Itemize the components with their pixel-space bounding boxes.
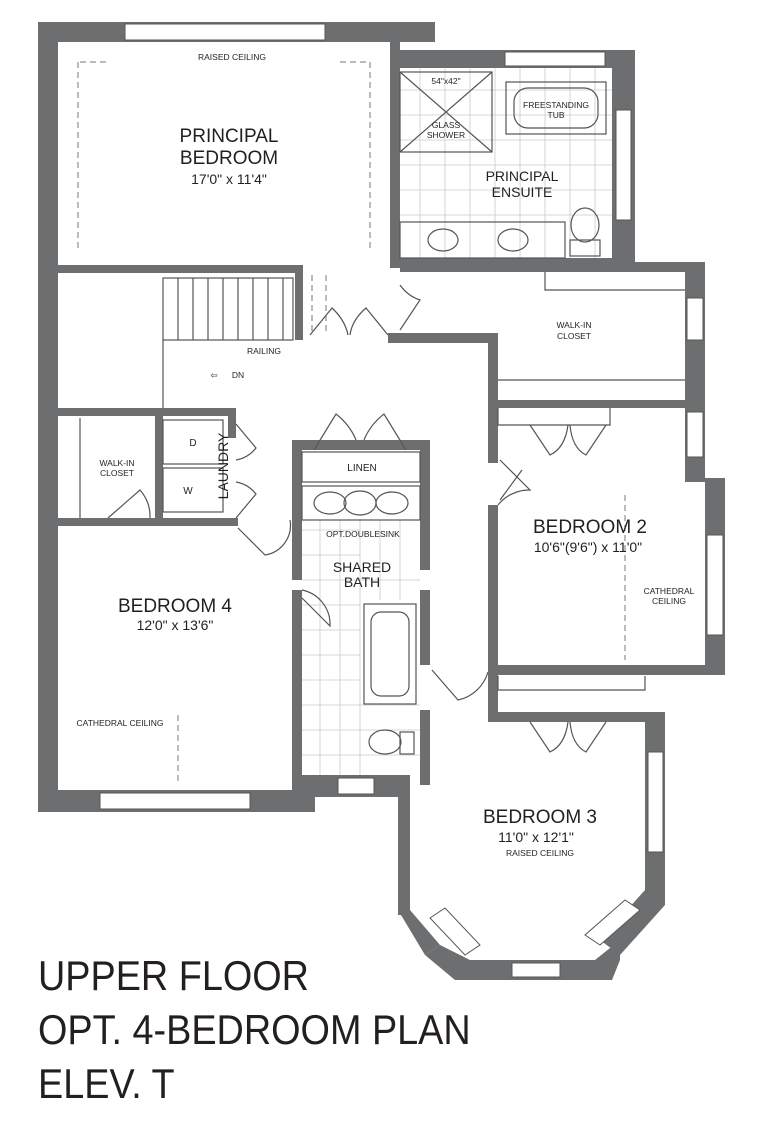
closet-shelves <box>79 71 685 755</box>
shower-size: 54"x42" <box>431 76 460 86</box>
plan-elevation: ELEV. T <box>38 1060 175 1107</box>
ensuite-label-2: ENSUITE <box>492 184 553 200</box>
bedroom2-size: 10'6"(9'6") x 11'0" <box>534 539 642 555</box>
raised-ceiling-outline <box>77 61 371 248</box>
window <box>429 907 481 956</box>
principal-bedroom-label: PRINCIPAL <box>180 126 279 147</box>
glass-shower <box>399 71 493 153</box>
walk-in-closet-label-2: CLOSET <box>557 331 591 341</box>
bath-tile <box>302 520 420 775</box>
window <box>686 297 704 341</box>
linen-label: LINEN <box>347 463 376 474</box>
bedroom3-ceiling: RAISED CEILING <box>506 848 574 858</box>
window <box>615 109 632 221</box>
bedroom3-label: BEDROOM 3 <box>483 807 597 828</box>
principal-bedroom-size: 17'0" x 11'4" <box>191 171 267 187</box>
ensuite-vanity <box>399 221 566 259</box>
bathtub <box>363 603 417 705</box>
vanity <box>301 485 421 521</box>
shower-label-2: SHOWER <box>427 130 465 140</box>
plan-title: UPPER FLOOR <box>38 952 309 999</box>
laundry-label: LAUNDRY <box>215 432 231 499</box>
window <box>504 51 606 67</box>
washer <box>162 467 224 513</box>
bedroom2-ceiling-2: CEILING <box>652 596 686 606</box>
bedroom4-size: 12'0" x 13'6" <box>137 617 214 633</box>
plan-subtitle: OPT. 4-BEDROOM PLAN <box>38 1006 471 1053</box>
toilet <box>368 729 402 755</box>
window <box>99 792 251 810</box>
b4-closet-label-2: CLOSET <box>100 468 134 478</box>
doors <box>107 284 607 753</box>
window <box>337 777 375 795</box>
linen-shelf <box>301 451 421 483</box>
tub-label: FREESTANDING <box>523 100 589 110</box>
principal-bedroom-label-2: BEDROOM <box>180 148 278 169</box>
shower-label: GLASS <box>432 120 461 130</box>
shared-bath-label: SHARED <box>333 559 391 575</box>
cathedral-ceiling-line <box>177 495 626 785</box>
window <box>647 751 664 853</box>
shared-bath-label-2: BATH <box>344 574 380 590</box>
washer-label: W <box>183 486 193 497</box>
dryer <box>162 419 224 465</box>
b4-closet-label: WALK-IN <box>99 458 134 468</box>
staircase <box>162 275 327 408</box>
bedroom4-label: BEDROOM 4 <box>118 596 232 617</box>
bedroom3-size: 11'0" x 12'1" <box>498 829 574 845</box>
down-label: DN <box>232 370 244 380</box>
bedroom2-ceiling: CATHEDRAL <box>644 586 695 596</box>
walk-in-closet-label: WALK-IN <box>556 320 591 330</box>
freestanding-tub <box>505 81 607 135</box>
principal-bedroom-note: RAISED CEILING <box>198 52 266 62</box>
stairs-arrow-icon: ⇦ <box>210 370 218 380</box>
double-sink-label: OPT.DOUBLESINK <box>326 529 400 539</box>
bedroom4-ceiling: CATHEDRAL CEILING <box>77 718 164 728</box>
railing-label: RAILING <box>247 346 281 356</box>
bedroom2-label: BEDROOM 2 <box>533 517 647 538</box>
tub-label-2: TUB <box>548 110 565 120</box>
windows <box>99 23 724 978</box>
window <box>511 962 561 978</box>
dryer-label: D <box>189 438 196 449</box>
ensuite-label: PRINCIPAL <box>486 168 559 184</box>
window <box>706 534 724 636</box>
window <box>686 411 704 458</box>
window <box>584 899 641 946</box>
ensuite-toilet <box>570 207 600 243</box>
window <box>124 23 326 41</box>
